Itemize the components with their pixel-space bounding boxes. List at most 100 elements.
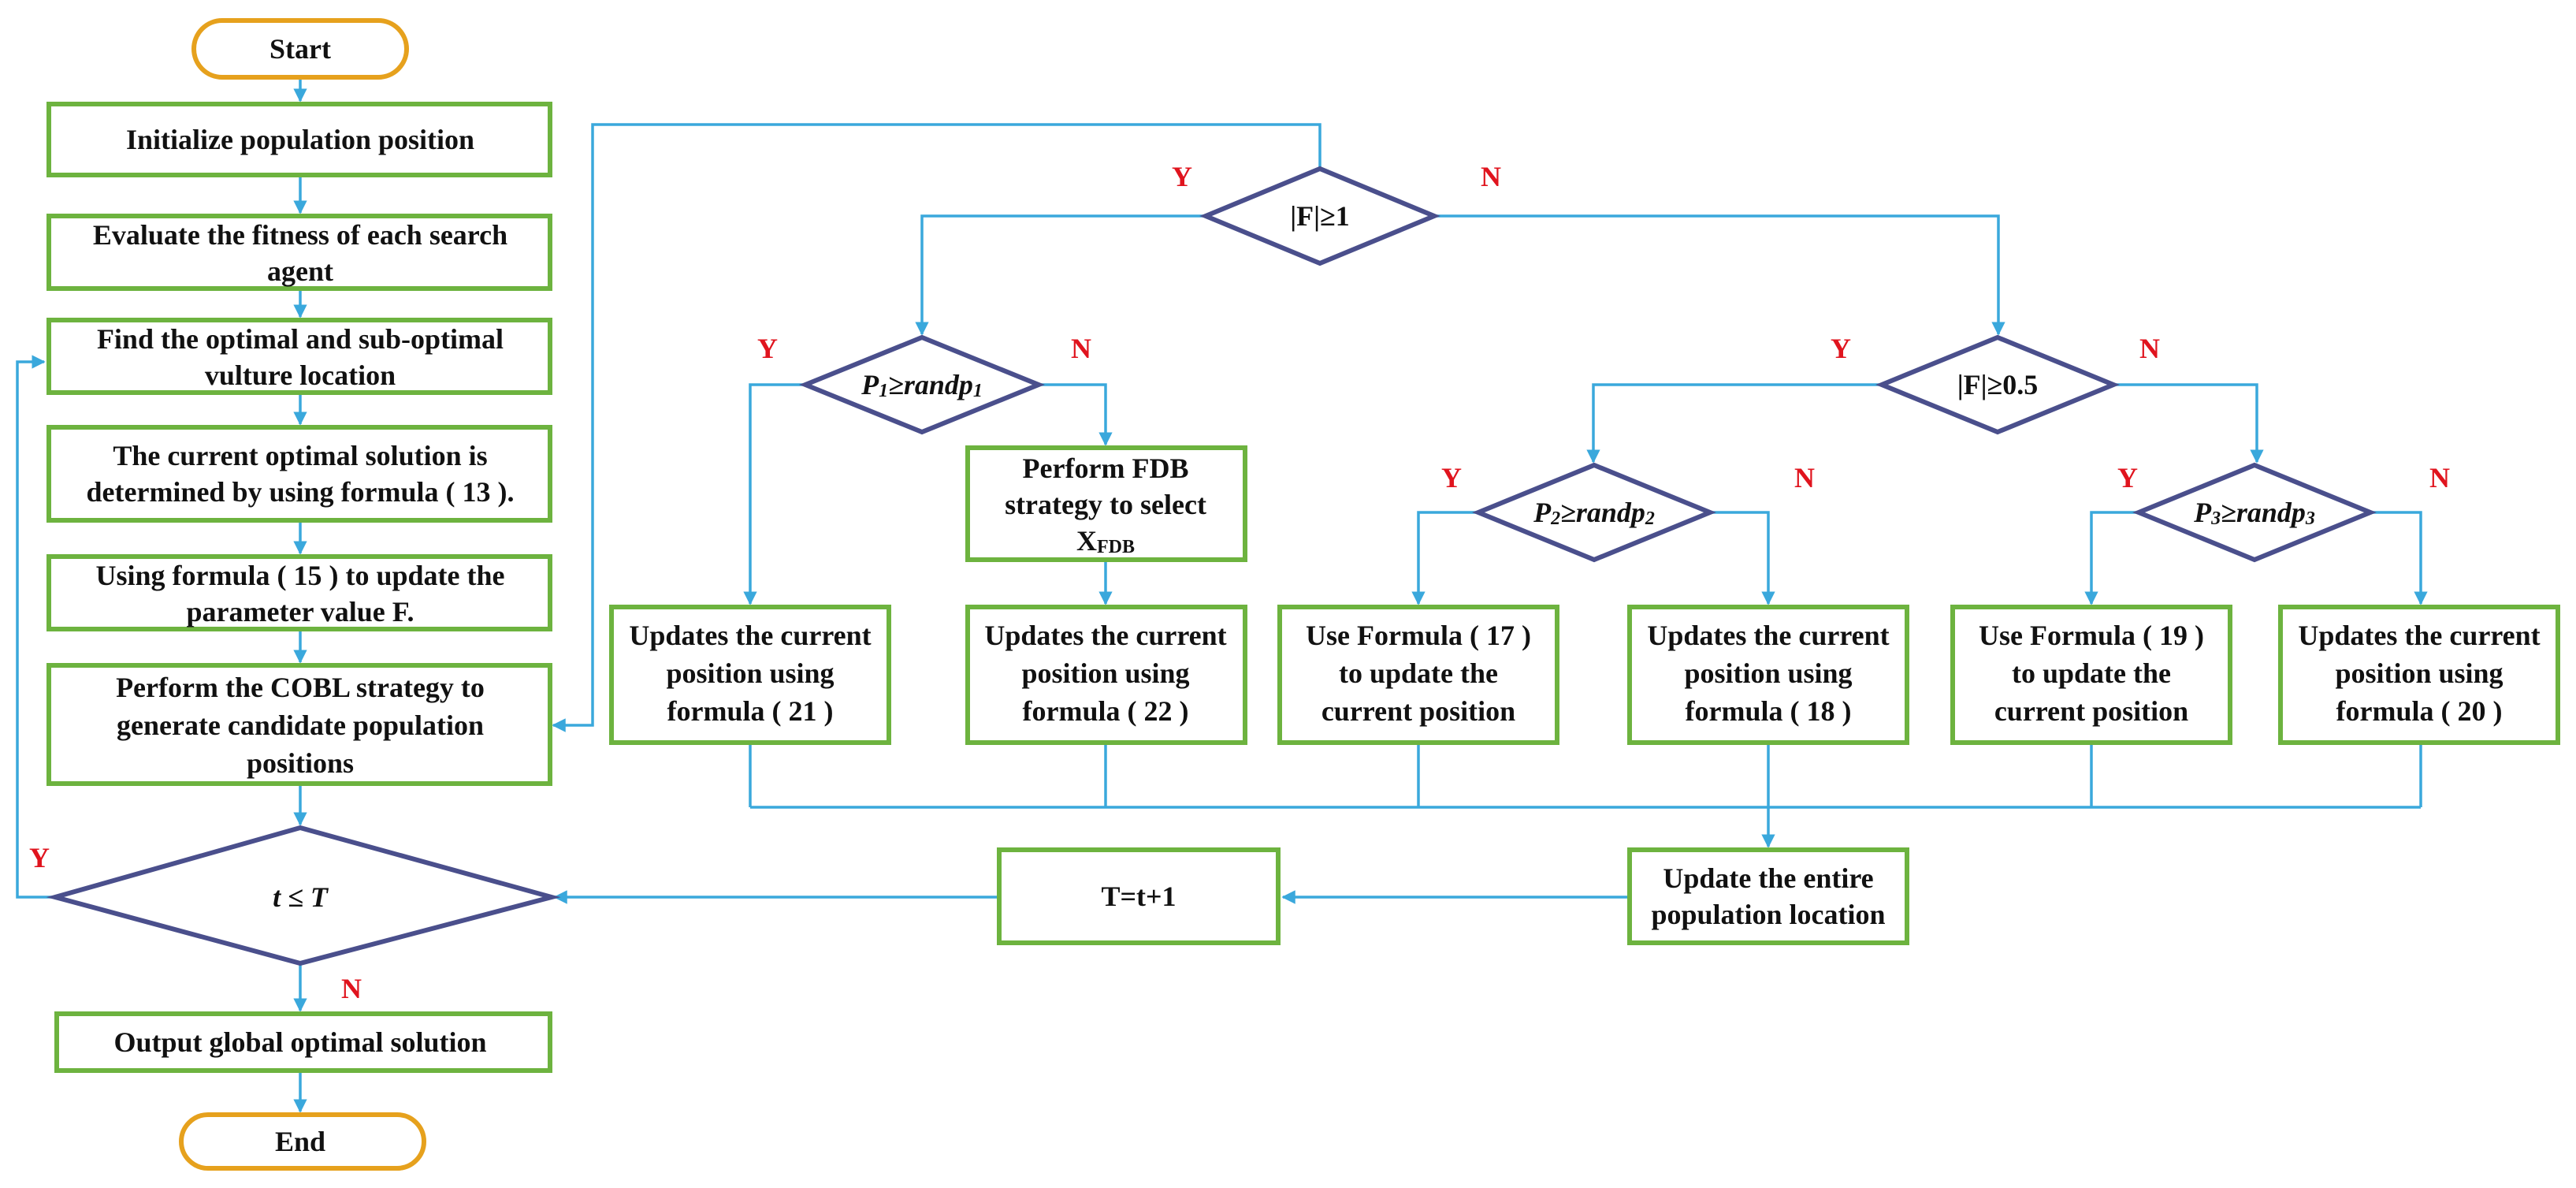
update-18-label-1: Updates the current xyxy=(1647,620,1889,651)
find-label-2: vulture location xyxy=(205,359,396,391)
update-all-label-2: population location xyxy=(1651,899,1885,930)
fdb-shape xyxy=(965,445,1247,562)
decision-p3-sym: P xyxy=(2193,497,2212,528)
output-shape xyxy=(54,1011,552,1073)
edge-f1-no xyxy=(1434,214,2005,336)
fdb-label-2: strategy to select xyxy=(1005,489,1206,520)
update-21-shape xyxy=(609,605,891,745)
fdb-label-3: XFDB xyxy=(1076,525,1135,557)
find-shape xyxy=(46,318,552,395)
fdb-label-1: Perform FDB xyxy=(1023,452,1189,484)
start-label: Start xyxy=(269,33,331,65)
edge-f05-no xyxy=(2113,383,2264,464)
update-18-box: Updates the current position using formu… xyxy=(1627,605,1909,745)
decision-p1-sub: 1 xyxy=(879,381,888,401)
loop-no-label: N xyxy=(341,973,362,1004)
decision-p3-rest: ≥randp xyxy=(2221,497,2306,528)
update-18-shape xyxy=(1627,605,1909,745)
decision-f-ge-05: |F|≥0.5 xyxy=(1875,334,2120,435)
decision-p1-sub2: 1 xyxy=(973,381,983,401)
update-21-box: Updates the current position using formu… xyxy=(609,605,891,745)
decision-f-ge-05-shape xyxy=(1875,334,2120,435)
decision-p2-sub2: 2 xyxy=(1645,508,1655,529)
decision-f-ge-05-label: |F|≥0.5 xyxy=(1957,369,2039,400)
end-label: End xyxy=(275,1126,325,1157)
loop-yes-label: Y xyxy=(29,842,50,873)
evaluate-shape xyxy=(46,214,552,291)
decision-f-ge-1-label: |F|≥1 xyxy=(1290,200,1350,232)
find-box: Find the optimal and sub-optimal vulture… xyxy=(46,318,552,395)
decision-p3-sub2: 3 xyxy=(2305,508,2315,529)
update-21-label-1: Updates the current xyxy=(629,620,871,651)
edge-p2-yes xyxy=(1411,511,1478,605)
decision-p3-label: P3≥randp3 xyxy=(2193,497,2315,529)
current-opt-box: The current optimal solution is determin… xyxy=(46,425,552,523)
update-18-label-2: position using xyxy=(1684,657,1852,689)
current-opt-shape xyxy=(46,425,552,523)
cobl-label-3: positions xyxy=(247,747,354,779)
update-f-shape xyxy=(46,554,552,631)
decision-p2-label: P2≥randp2 xyxy=(1533,497,1655,529)
decision-p1-label: P1≥randp1 xyxy=(861,369,983,401)
cobl-label-2: generate candidate population xyxy=(117,709,484,741)
update-22-label-3: formula ( 22 ) xyxy=(1023,695,1189,727)
f1-yes-label: Y xyxy=(1172,161,1192,192)
update-18-label-3: formula ( 18 ) xyxy=(1686,695,1852,727)
decision-p2-sub: 2 xyxy=(1550,508,1560,529)
end-shape xyxy=(179,1112,426,1171)
update-17-label-3: current position xyxy=(1321,695,1515,727)
update-19-shape xyxy=(1950,605,2232,745)
update-all-label-1: Update the entire xyxy=(1663,862,1873,894)
loop-decision-label: t ≤ T xyxy=(273,881,329,913)
update-19-box: Use Formula ( 19 ) to update the current… xyxy=(1950,605,2232,745)
find-label-1: Find the optimal and sub-optimal xyxy=(97,323,504,355)
decision-p1: P1≥randp1 xyxy=(799,334,1045,435)
output-box: Output global optimal solution xyxy=(54,1011,552,1073)
p1-no-label: N xyxy=(1071,333,1091,364)
edge-loop-yes-back xyxy=(16,355,55,899)
evaluate-box: Evaluate the fitness of each search agen… xyxy=(46,214,552,291)
edge-f1-yes xyxy=(915,214,1206,336)
decision-p1-rest: ≥randp xyxy=(888,369,973,400)
update-20-label-1: Updates the current xyxy=(2298,620,2540,651)
p3-no-label: N xyxy=(2429,462,2450,493)
update-22-label-2: position using xyxy=(1021,657,1189,689)
update-f-box: Using formula ( 15 ) to update the param… xyxy=(46,554,552,631)
init-label: Initialize population position xyxy=(126,124,474,155)
f05-no-label: N xyxy=(2139,333,2160,364)
update-22-box: Updates the current position using formu… xyxy=(965,605,1247,745)
decision-f-ge-1-shape xyxy=(1199,166,1440,266)
cobl-shape xyxy=(46,663,552,786)
update-22-label-1: Updates the current xyxy=(984,620,1226,651)
evaluate-label-1: Evaluate the fitness of each search xyxy=(93,219,507,251)
decision-p3-sub: 3 xyxy=(2210,508,2221,529)
update-20-label-2: position using xyxy=(2335,657,2503,689)
loop-decision: t ≤ T xyxy=(46,825,561,966)
decision-p3: P3≥randp3 xyxy=(2132,462,2377,563)
decision-p3-shape xyxy=(2132,462,2377,563)
fdb-x-sub: FDB xyxy=(1097,537,1135,557)
decision-p1-shape xyxy=(799,334,1045,435)
end-terminal: End xyxy=(179,1112,426,1171)
update-f-label-2: parameter value F. xyxy=(187,596,414,628)
start-terminal: Start xyxy=(191,18,409,80)
decision-p2-sym: P xyxy=(1533,497,1552,528)
decision-p2-shape xyxy=(1472,462,1716,563)
f05-yes-label: Y xyxy=(1831,333,1851,364)
edge-p3-yes xyxy=(2084,511,2139,605)
decision-p2-rest: ≥randp xyxy=(1560,497,1645,528)
decision-p2: P2≥randp2 xyxy=(1472,462,1716,563)
update-17-shape xyxy=(1277,605,1559,745)
start-shape xyxy=(191,18,409,80)
update-21-label-3: formula ( 21 ) xyxy=(667,695,834,727)
update-19-label-3: current position xyxy=(1994,695,2188,727)
update-21-label-2: position using xyxy=(666,657,834,689)
update-20-box: Updates the current position using formu… xyxy=(2278,605,2560,745)
p1-yes-label: Y xyxy=(757,333,778,364)
output-label: Output global optimal solution xyxy=(113,1026,486,1058)
f1-no-label: N xyxy=(1481,161,1501,192)
decision-f-ge-1: |F|≥1 xyxy=(1199,166,1440,266)
init-box: Initialize population position xyxy=(46,102,552,177)
fdb-box: Perform FDB strategy to select XFDB xyxy=(965,445,1247,562)
